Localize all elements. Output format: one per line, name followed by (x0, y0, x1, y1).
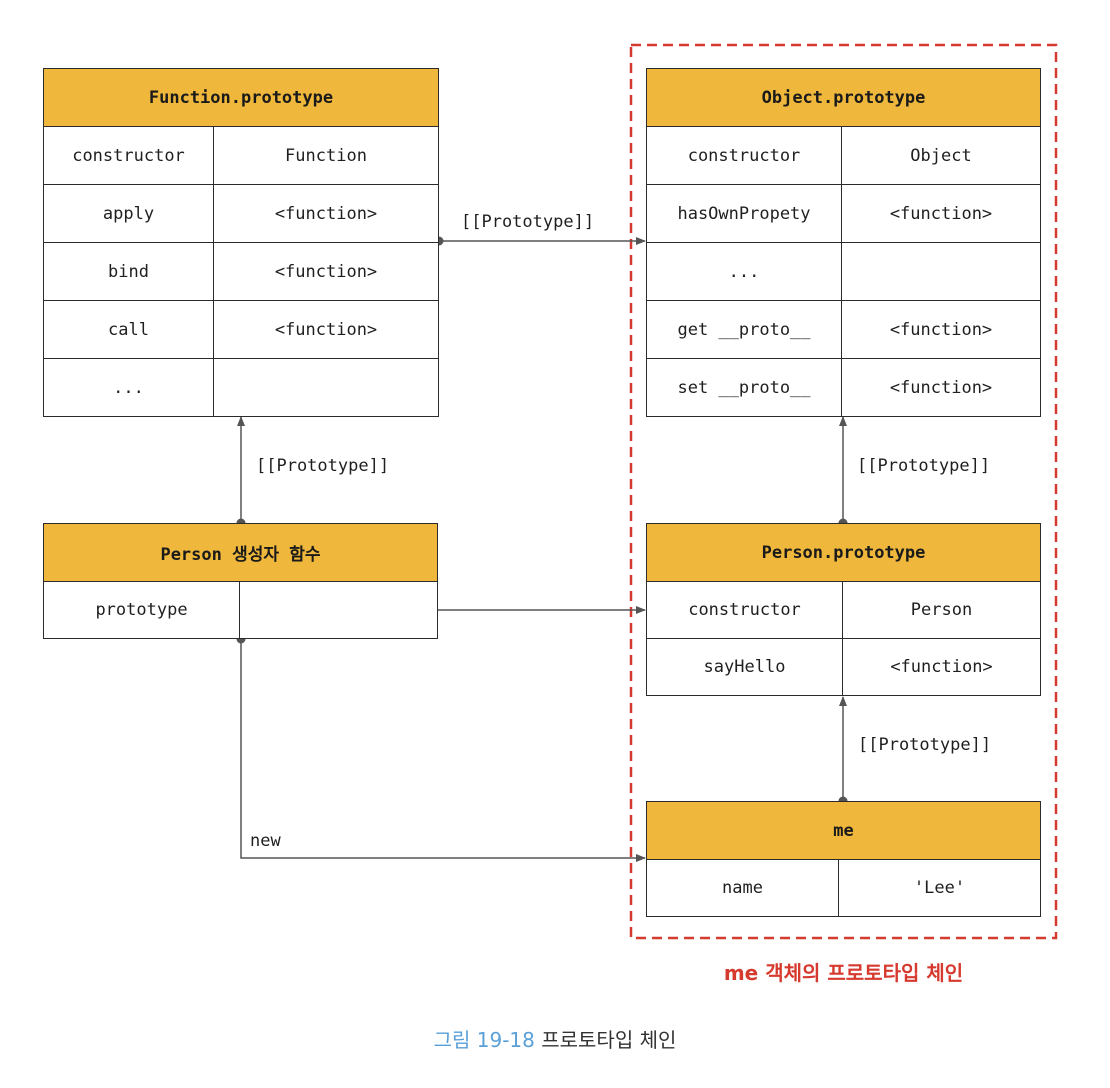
table-row: prototype (43, 581, 438, 639)
person-constructor-table: Person 생성자 함수 prototype (43, 523, 438, 639)
me-object-table: me name 'Lee' (646, 801, 1041, 917)
table-row: constructor Function (43, 126, 439, 185)
table-row: set __proto__ <function> (646, 358, 1041, 417)
prototype-chain-group-caption: me 객체의 프로토타입 체인 (723, 961, 964, 985)
property-key: name (646, 859, 839, 917)
table-row: name 'Lee' (646, 859, 1041, 917)
property-key: ... (43, 358, 214, 417)
me-object-title: me (646, 801, 1041, 860)
edge-label-new: new (250, 831, 281, 851)
property-value: <function> (841, 300, 1041, 359)
prototype-chain-group-outline (629, 43, 1058, 940)
property-key: sayHello (646, 638, 843, 696)
figure-number: 그림 19-18 (433, 1028, 535, 1052)
table-row: ... (43, 358, 439, 417)
property-value (239, 581, 438, 639)
person-prototype-title: Person.prototype (646, 523, 1041, 582)
figure-caption: 그림 19-18 프로토타입 체인 (0, 1024, 1110, 1053)
property-value: 'Lee' (838, 859, 1041, 917)
property-value: Function (213, 126, 439, 185)
table-row: sayHello <function> (646, 638, 1041, 696)
edge-label-person-to-function: [[Prototype]] (256, 456, 390, 476)
edge-label-function-to-object: [[Prototype]] (461, 212, 595, 232)
edge-label-personproto-to-object: [[Prototype]] (857, 456, 991, 476)
property-key: constructor (646, 126, 842, 185)
figure-title: 프로토타입 체인 (541, 1028, 677, 1052)
property-value: <function> (213, 242, 439, 301)
table-row: call <function> (43, 300, 439, 359)
function-prototype-title: Function.prototype (43, 68, 439, 127)
property-value: <function> (213, 300, 439, 359)
property-key: set __proto__ (646, 358, 842, 417)
property-key: call (43, 300, 214, 359)
property-value: Object (841, 126, 1041, 185)
table-row: hasOwnPropety <function> (646, 184, 1041, 243)
property-key: constructor (646, 581, 843, 639)
property-value: <function> (841, 184, 1041, 243)
function-prototype-table: Function.prototype constructor Function … (43, 68, 439, 417)
property-key: hasOwnPropety (646, 184, 842, 243)
property-value (841, 242, 1041, 301)
property-value: <function> (841, 358, 1041, 417)
property-key: ... (646, 242, 842, 301)
table-row: constructor Object (646, 126, 1041, 185)
object-prototype-table: Object.prototype constructor Object hasO… (646, 68, 1041, 417)
person-constructor-title: Person 생성자 함수 (43, 523, 438, 582)
table-row: ... (646, 242, 1041, 301)
property-value: Person (842, 581, 1041, 639)
property-value: <function> (213, 184, 439, 243)
property-value: <function> (842, 638, 1041, 696)
table-row: bind <function> (43, 242, 439, 301)
property-key: bind (43, 242, 214, 301)
table-row: constructor Person (646, 581, 1041, 639)
edge-new-to-me (240, 639, 646, 862)
table-row: get __proto__ <function> (646, 300, 1041, 359)
table-row: apply <function> (43, 184, 439, 243)
property-key: get __proto__ (646, 300, 842, 359)
edge-label-me-to-personproto: [[Prototype]] (858, 735, 992, 755)
property-key: apply (43, 184, 214, 243)
person-prototype-table: Person.prototype constructor Person sayH… (646, 523, 1041, 696)
property-value (213, 358, 439, 417)
property-key: prototype (43, 581, 240, 639)
property-key: constructor (43, 126, 214, 185)
object-prototype-title: Object.prototype (646, 68, 1041, 127)
